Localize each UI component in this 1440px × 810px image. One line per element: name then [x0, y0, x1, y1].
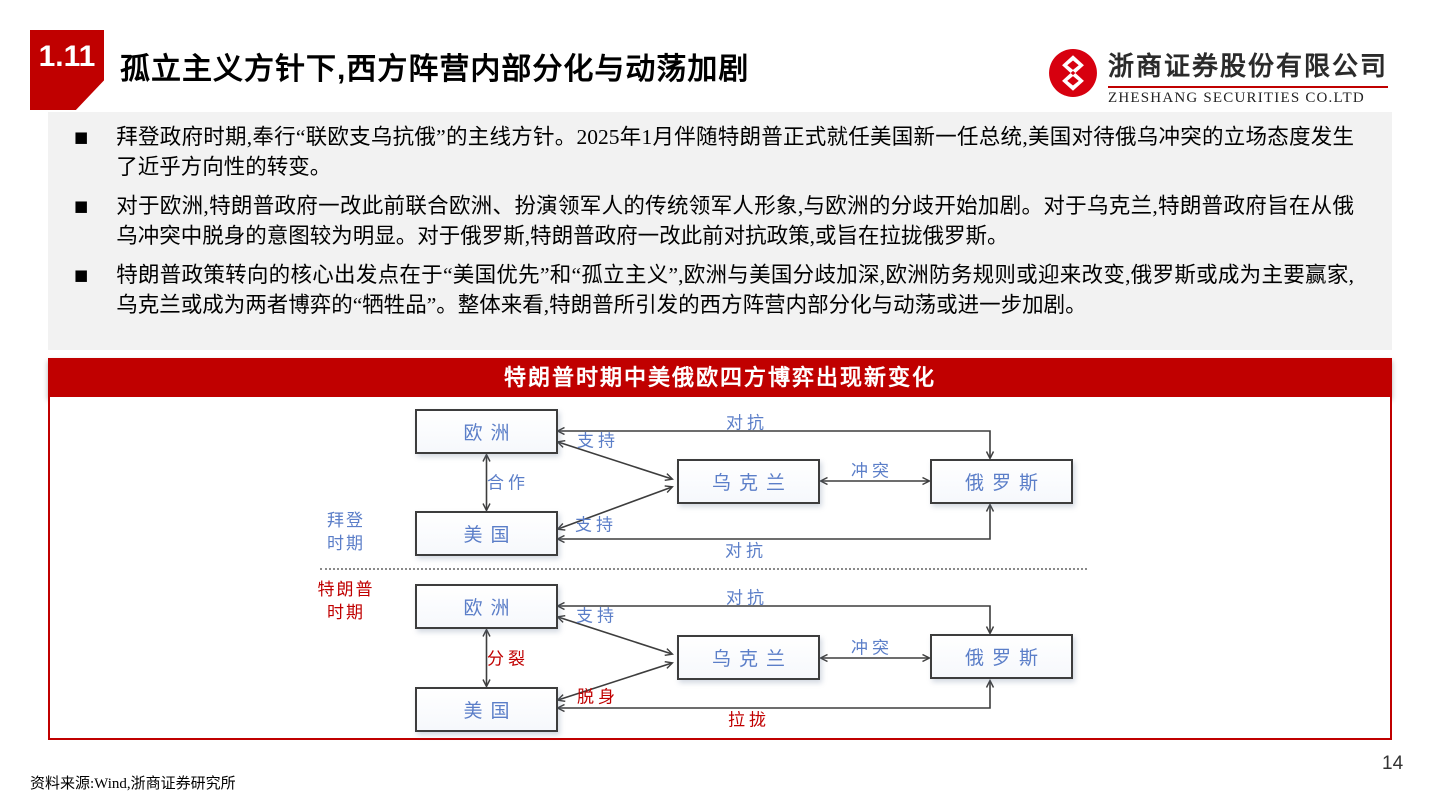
era-divider-dotted-line: [320, 568, 1087, 570]
edge-label-disengage: 脱身: [577, 687, 619, 707]
bullet-text: 拜登政府时期,奉行“联欧支乌抗俄”的主线方针。2025年1月伴随特朗普正式就任美…: [116, 125, 1354, 179]
biden-era-line2: 时期: [327, 534, 365, 553]
node-usa-biden: 美国: [415, 511, 558, 556]
trump-era-label: 特朗普时期: [318, 578, 375, 624]
summary-panel: ■ 拜登政府时期,奉行“联欧支乌抗俄”的主线方针。2025年1月伴随特朗普正式就…: [48, 112, 1392, 350]
edge-label-confront-bottom: 对抗: [725, 541, 767, 561]
node-europe-biden: 欧洲: [415, 409, 558, 454]
quadrilateral-game-diagram: 拜登时期 欧洲 美国 乌克兰 俄罗斯 合作 支持 支持 对抗 对抗 冲突 特朗普…: [48, 397, 1392, 740]
edge-label-support-trump: 支持: [576, 606, 618, 626]
zheshang-logo-icon: [1049, 49, 1097, 97]
company-name-block: 浙商证券股份有限公司 ZHESHANG SECURITIES CO.LTD: [1107, 46, 1388, 107]
section-number-badge: 1.11: [30, 30, 104, 110]
edge-label-split: 分裂: [487, 649, 529, 669]
trump-era-line2: 时期: [327, 603, 365, 622]
edge-label-confront-trump: 对抗: [726, 588, 768, 608]
square-bullet-icon: ■: [74, 128, 89, 146]
node-ukraine-biden: 乌克兰: [677, 459, 820, 504]
bullet-item: ■ 对于欧洲,特朗普政府一改此前联合欧洲、扮演领军人的传统领军人形象,与欧洲的分…: [74, 191, 1354, 251]
node-russia-trump: 俄罗斯: [930, 634, 1073, 679]
diagram-arrows: [482, 426, 995, 713]
edge-label-conflict-biden: 冲突: [851, 461, 893, 481]
trump-era-line1: 特朗普: [317, 580, 375, 599]
edge-label-support-bottom: 支持: [575, 515, 617, 535]
source-note: 资料来源:Wind,浙商证券研究所: [30, 776, 236, 792]
edge-label-conflict-trump: 冲突: [851, 638, 893, 658]
node-usa-trump: 美国: [415, 687, 558, 732]
bullet-text: 对于欧洲,特朗普政府一改此前联合欧洲、扮演领军人的传统领军人形象,与欧洲的分歧开…: [116, 194, 1354, 248]
node-russia-biden: 俄罗斯: [930, 459, 1073, 504]
company-name-cn: 浙商证券股份有限公司: [1107, 46, 1388, 88]
node-europe-trump: 欧洲: [415, 584, 558, 629]
page-number: 14: [1382, 753, 1404, 774]
bullet-text: 特朗普政策转向的核心出发点在于“美国优先”和“孤立主义”,欧洲与美国分歧加深,欧…: [116, 263, 1354, 317]
biden-era-line1: 拜登: [327, 511, 365, 530]
page-title: 孤立主义方针下,西方阵营内部分化与动荡加剧: [120, 53, 750, 86]
bullet-item: ■ 特朗普政策转向的核心出发点在于“美国优先”和“孤立主义”,欧洲与美国分歧加深…: [74, 260, 1354, 320]
edge-label-cooperation: 合作: [487, 473, 529, 493]
edge-label-court: 拉拢: [728, 710, 770, 730]
bullet-item: ■ 拜登政府时期,奉行“联欧支乌抗俄”的主线方针。2025年1月伴随特朗普正式就…: [74, 122, 1354, 182]
square-bullet-icon: ■: [74, 197, 89, 215]
section-number: 1.11: [38, 40, 96, 73]
biden-era-label: 拜登时期: [327, 509, 365, 555]
node-ukraine-trump: 乌克兰: [677, 635, 820, 680]
figure-title-banner: 特朗普时期中美俄欧四方博弈出现新变化: [48, 358, 1392, 397]
edge-label-confront-top: 对抗: [726, 413, 768, 433]
square-bullet-icon: ■: [74, 266, 89, 284]
company-logo: 浙商证券股份有限公司 ZHESHANG SECURITIES CO.LTD: [1048, 46, 1388, 107]
company-name-en: ZHESHANG SECURITIES CO.LTD: [1107, 90, 1365, 106]
edge-label-support-top: 支持: [577, 431, 619, 451]
